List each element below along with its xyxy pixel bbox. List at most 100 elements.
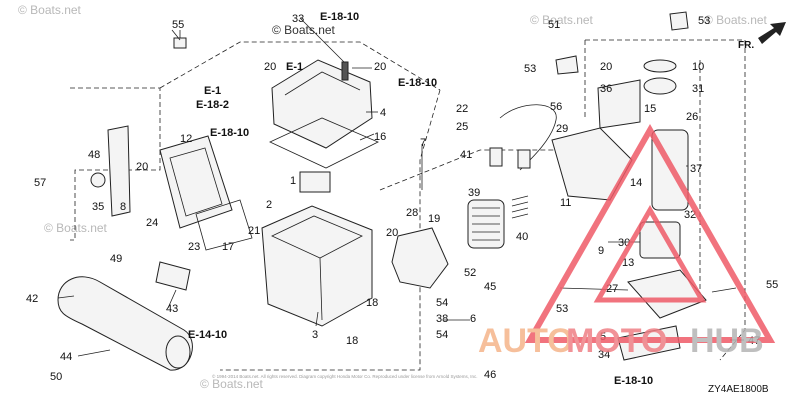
- part-label: 20: [600, 61, 612, 73]
- part-label: 25: [456, 121, 468, 133]
- warning-triangle-icon: [524, 123, 776, 343]
- part-label: 31: [692, 83, 704, 95]
- part-label: 23: [188, 241, 200, 253]
- bracket-43: [155, 261, 191, 291]
- diagram-code: ZY4AE1800B: [708, 384, 769, 395]
- cap-53-left: [555, 55, 579, 75]
- part-label: 12: [180, 133, 192, 145]
- part-label: 55: [766, 279, 778, 291]
- fuel-cover-4: [271, 59, 373, 149]
- part-label: 37: [690, 163, 702, 175]
- part-label: 39: [468, 187, 480, 199]
- ref-label: E-18-2: [196, 99, 229, 111]
- part-label: 6: [470, 313, 476, 325]
- brand-watermark: AUTO MOTO HUB: [478, 123, 776, 360]
- part-label: 8: [120, 201, 126, 213]
- part-label: 11: [560, 197, 571, 209]
- part-label: 19: [428, 213, 440, 225]
- part-label: 33: [292, 13, 304, 25]
- part-label: 48: [88, 149, 100, 161]
- part-label: 26: [686, 111, 698, 123]
- connector-41a: [489, 147, 503, 167]
- part-label: 4: [380, 107, 386, 119]
- watermark-text: © Boats.net: [530, 13, 594, 27]
- part-label: 54: [436, 297, 448, 309]
- part-drawings: [57, 11, 707, 371]
- pump-base-27: [627, 269, 707, 319]
- plate-12: [159, 135, 233, 229]
- pump-housing-29: [551, 127, 633, 201]
- ref-label: E-18-10: [614, 375, 653, 387]
- watermark-layer: © Boats.net © Boats.net © Boats.net © Bo…: [18, 3, 768, 391]
- watermark-text: © Boats.net: [18, 3, 82, 17]
- ref-label: E-18-10: [210, 127, 249, 139]
- part-label: 35: [92, 201, 104, 213]
- part-label: 27: [606, 283, 618, 295]
- part-label: 18: [346, 335, 358, 347]
- part-label: 34: [598, 349, 610, 361]
- watermark-text: © Boats.net: [704, 13, 768, 27]
- part-label: 20: [374, 61, 386, 73]
- part-label: 20: [264, 61, 276, 73]
- boundary-right: [585, 39, 746, 361]
- part-label: 42: [26, 293, 38, 305]
- ring-10: [643, 59, 677, 73]
- part-label: 3: [312, 329, 318, 341]
- bracket-36: [597, 79, 641, 129]
- part-label: 7: [420, 137, 426, 149]
- nipple-33: [341, 61, 349, 81]
- watermark-text: © Boats.net: [200, 377, 264, 391]
- part-label: 17: [222, 241, 234, 253]
- part-label: 20: [386, 227, 398, 239]
- part-label: 10: [692, 61, 704, 73]
- part-label: 56: [550, 101, 562, 113]
- part-label: 36: [600, 83, 612, 95]
- harness-41: [499, 104, 557, 171]
- part-label: 54: [436, 329, 448, 341]
- direction-label: FR.: [738, 40, 754, 51]
- part-label: 9: [598, 245, 604, 257]
- part-label: 16: [374, 131, 386, 143]
- part-label: 51: [548, 19, 560, 31]
- gasket-17: [195, 199, 253, 251]
- part-label: 22: [456, 103, 468, 115]
- bracket-8: [107, 125, 131, 217]
- grommet-35: [90, 172, 106, 188]
- ref-label: E-1: [286, 61, 303, 73]
- part-label: 14: [630, 177, 642, 189]
- watermark-text: © Boats.net: [44, 221, 108, 235]
- connector-41b: [517, 149, 531, 169]
- part-label: 24: [146, 217, 158, 229]
- part-label: 45: [484, 281, 496, 293]
- part-label: 21: [248, 225, 260, 237]
- part-label: 38: [436, 313, 448, 325]
- part-label: 53: [524, 63, 536, 75]
- ref-label: E-18-10: [320, 11, 359, 23]
- watermark-text: © Boats.net: [272, 23, 336, 37]
- group-boundaries: [70, 39, 746, 371]
- spring-40: [511, 195, 529, 219]
- vapor-separator-3: [261, 205, 373, 327]
- part-label: 57: [34, 177, 46, 189]
- part-label: 49: [110, 253, 122, 265]
- ring-31: [643, 77, 677, 95]
- brand-first: AUTO: [478, 322, 574, 360]
- boundary-top: [159, 41, 441, 91]
- ref-label: E-1: [204, 85, 221, 97]
- part-labels: 55 33 E-18-10 51 53 20 E-1 20 E-18-10 53…: [26, 11, 778, 387]
- part-label: 44: [60, 351, 72, 363]
- part-label: 50: [50, 371, 62, 383]
- part-label: 53: [698, 15, 710, 27]
- brand-last: HUB: [690, 322, 764, 360]
- cap-53-top: [669, 11, 689, 31]
- ref-label: E-18-10: [398, 77, 437, 89]
- part-label: 28: [406, 207, 418, 219]
- boundary-inner: [379, 149, 560, 191]
- part-label: 15: [644, 103, 656, 115]
- brand-middle: MOTO: [566, 322, 667, 360]
- part-label: 52: [464, 267, 476, 279]
- part-label: 41: [460, 149, 472, 161]
- part-label: 20: [136, 161, 148, 173]
